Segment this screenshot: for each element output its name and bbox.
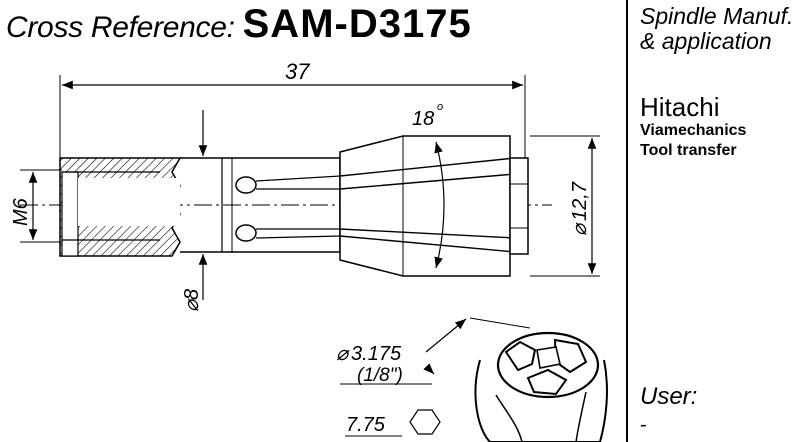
side-heading-line2: & application (640, 28, 772, 54)
application-line2: Tool transfer (640, 142, 737, 159)
bore-leader-arrow (425, 318, 467, 353)
collet-drawing: 37 M6 ⌀8 (10, 59, 608, 442)
column-divider (626, 0, 628, 442)
taper-angle-text: 18 (412, 108, 434, 130)
head-diameter-value: 12,7 (569, 181, 591, 221)
hex-icon (409, 409, 441, 435)
collet-isometric-view (474, 331, 608, 442)
shank-diameter-text: ⌀8 (181, 289, 203, 312)
side-heading-line1: Spindle Manuf. (640, 3, 794, 29)
manufacturer-name: Hitachi (640, 92, 720, 122)
user-value: - (640, 414, 647, 436)
application-line1: Viamechanics (640, 122, 747, 139)
title-label: Cross Reference: (6, 11, 235, 44)
threaded-shank (59, 157, 182, 257)
head-diameter-symbol: ⌀ (569, 222, 591, 236)
bore-diameter-symbol: ⌀ (336, 343, 350, 365)
bore-leader-line (469, 317, 531, 329)
collet-taper (339, 135, 529, 277)
shank-diameter-value: 8 (181, 289, 203, 300)
taper-angle-arc (434, 141, 445, 269)
thread-size-text: M6 (10, 197, 32, 226)
side-heading: Spindle Manuf. & application (640, 4, 793, 54)
page-title: Cross Reference:SAM-D3175 (6, 2, 472, 46)
shank-diameter-symbol: ⌀ (181, 298, 203, 312)
degree-mark: o (437, 101, 443, 113)
bore-inch-text: (1/8") (357, 365, 403, 386)
bore-diameter-text: ⌀3.175 (336, 343, 402, 365)
user-label: User: (640, 383, 698, 410)
bore-diameter-value: 3.175 (351, 343, 402, 365)
manufacturer-block: Hitachi Viamechanics Tool transfer (640, 93, 746, 161)
bore-leader-lower (423, 363, 435, 375)
head-diameter-text: ⌀12,7 (569, 181, 591, 236)
hex-size-text: 7.75 (346, 414, 386, 436)
part-number: SAM-D3175 (242, 2, 472, 46)
length-dimension-text: 37 (285, 59, 310, 84)
